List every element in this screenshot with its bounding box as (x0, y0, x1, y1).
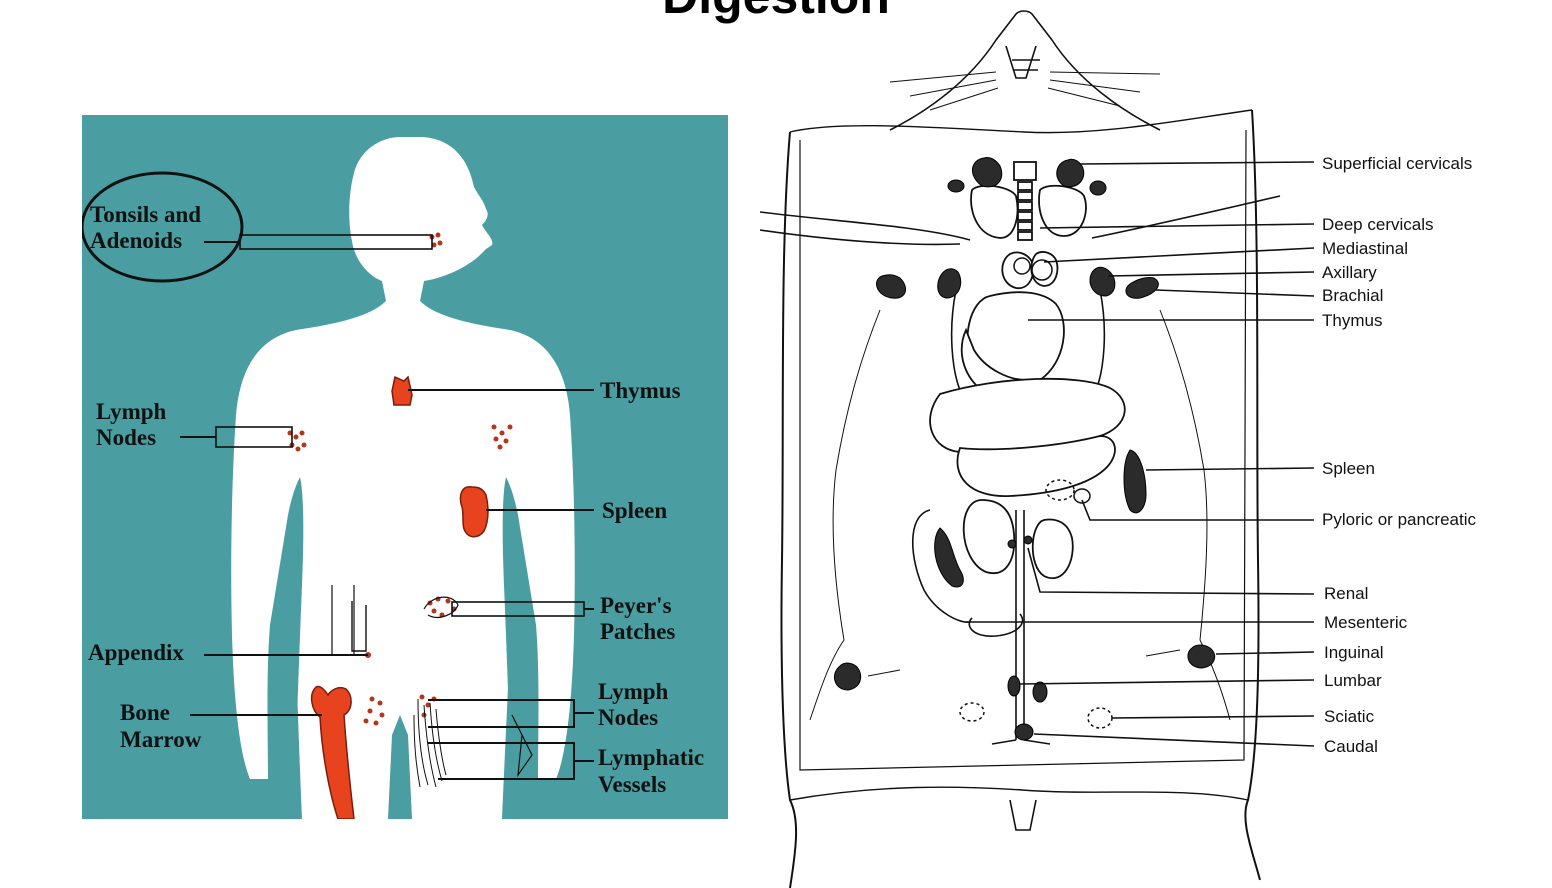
rat-mediastinal-node (1031, 259, 1053, 281)
rat-superficial-cervical-left (972, 157, 1003, 188)
label-lymph-nodes-lower-line1: Lymph (598, 679, 669, 704)
rat-tail-base (1009, 799, 1037, 831)
left-arm-gap (280, 477, 304, 755)
rat-pyloric-node-1 (1045, 479, 1075, 501)
rat-cervical-left-small (947, 179, 965, 193)
label-lymphatic-vessels-line1: Lymphatic (598, 745, 704, 770)
rat-kidney-left (962, 499, 1016, 575)
rat-right-forelimb (1091, 195, 1281, 239)
rat-pelt-bottom (789, 786, 1249, 801)
peyers-patches-nodes (423, 596, 459, 618)
label-peyers-line2: Patches (600, 619, 675, 644)
rat-larynx (1013, 161, 1037, 181)
rat-label-deep-cervicals: Deep cervicals (1322, 215, 1434, 234)
rat-axillary-left (937, 268, 962, 299)
rat-left-forelimb (760, 211, 971, 241)
rat-label-lumbar: Lumbar (1324, 671, 1382, 690)
page-title: Digestion (0, 0, 1552, 26)
rat-brachial-left (876, 274, 907, 299)
rat-colon-loop (911, 509, 971, 623)
rat-cervical-right-small (1089, 180, 1107, 196)
rat-label-superficial-cervicals: Superficial cervicals (1322, 154, 1472, 173)
rat-label-thymus: Thymus (1322, 311, 1382, 330)
rat-label-axillary: Axillary (1322, 263, 1377, 282)
rat-renal-node-2 (1023, 535, 1033, 545)
rat-intestine-upper (956, 435, 1116, 497)
rat-pelt-top (789, 109, 1253, 134)
rat-sciatic-right (1087, 707, 1113, 729)
lymphatic-vessel-strands (413, 698, 447, 788)
rat-sciatic-left (959, 702, 985, 722)
rat-salivary-left (970, 184, 1019, 239)
rat-intestine-lower (968, 613, 1024, 637)
rat-label-mesenteric: Mesenteric (1324, 613, 1408, 632)
label-appendix: Appendix (88, 640, 184, 665)
rat-incisors (1005, 45, 1037, 79)
label-peyers-line1: Peyer's (600, 593, 672, 618)
rat-label-brachial: Brachial (1322, 286, 1383, 305)
rat-pyloric-node-2 (1073, 488, 1091, 504)
rat-mesenteric-node (934, 527, 964, 588)
rat-inguinal-left (833, 662, 862, 691)
rat-brachial-right (1125, 277, 1159, 299)
label-bone-marrow-line2: Marrow (120, 727, 202, 752)
rat-leader-lines (966, 161, 1315, 747)
rat-lymph-node-diagram: Superficial cervicals Deep cervicals Med… (760, 0, 1552, 888)
rat-teeth (1012, 59, 1040, 71)
hand-outline (511, 714, 533, 778)
label-lymph-nodes-upper-line2: Nodes (96, 425, 156, 450)
rat-whiskers (889, 71, 1161, 111)
leg-gap (388, 715, 412, 819)
rat-kidney-right (1031, 518, 1074, 579)
rat-heart-right (1030, 251, 1059, 287)
rat-label-sciatic: Sciatic (1324, 707, 1375, 726)
label-lymph-nodes-lower-line2: Nodes (598, 705, 658, 730)
rat-caudal-node (1014, 723, 1034, 741)
rat-label-spleen: Spleen (1322, 459, 1375, 478)
label-bone-marrow-line1: Bone (120, 700, 170, 725)
label-tonsils-line1: Tonsils and (90, 202, 201, 227)
bone-marrow-organ (310, 685, 355, 819)
rat-thymus-node (1013, 257, 1031, 275)
rat-iliac (991, 739, 1051, 745)
rat-label-mediastinal: Mediastinal (1322, 239, 1408, 258)
human-diagram-svg: Tonsils and Adenoids Lymph Nodes Thymus … (82, 115, 728, 819)
rat-superficial-cervical-right (1056, 158, 1085, 188)
rat-inner-border (799, 129, 1247, 771)
rat-label-caudal: Caudal (1324, 737, 1378, 756)
human-leader-lines (180, 234, 594, 780)
inguinal-nodes-left (363, 696, 385, 726)
rat-heart (1001, 251, 1035, 289)
tonsils-highlight-circle (82, 171, 244, 283)
rat-renal-node-1 (1007, 539, 1017, 549)
rat-label-pyloric: Pyloric or pancreatic (1322, 510, 1477, 529)
rat-aorta (1015, 510, 1025, 740)
rat-lumbar-right (1032, 681, 1048, 703)
human-body-silhouette (231, 137, 575, 819)
rat-diagram-svg: Superficial cervicals Deep cervicals Med… (760, 10, 1477, 888)
label-thymus: Thymus (600, 378, 681, 403)
rat-axillary-right (1089, 266, 1116, 297)
rat-pelt-outline (780, 109, 1261, 888)
rat-inguinal-right (1187, 644, 1216, 669)
human-lymphatic-diagram: Tonsils and Adenoids Lymph Nodes Thymus … (82, 115, 728, 819)
label-tonsils-line2: Adenoids (90, 228, 182, 253)
label-lymph-nodes-upper-line1: Lymph (96, 399, 167, 424)
axillary-nodes-right (491, 424, 513, 450)
rat-label-inguinal: Inguinal (1324, 643, 1384, 662)
rat-label-renal: Renal (1324, 584, 1368, 603)
label-lymphatic-vessels-line2: Vessels (598, 772, 666, 797)
label-spleen: Spleen (602, 498, 667, 523)
rat-trachea (1017, 181, 1033, 241)
rat-left-forelimb-lower (760, 229, 961, 246)
spleen-organ (459, 486, 489, 538)
appendix-outline (351, 601, 367, 652)
rat-spleen-node (1123, 449, 1147, 514)
thymus-organ (391, 375, 413, 406)
rat-lumbar-left (1007, 675, 1021, 697)
rat-head-outline (889, 10, 1161, 131)
